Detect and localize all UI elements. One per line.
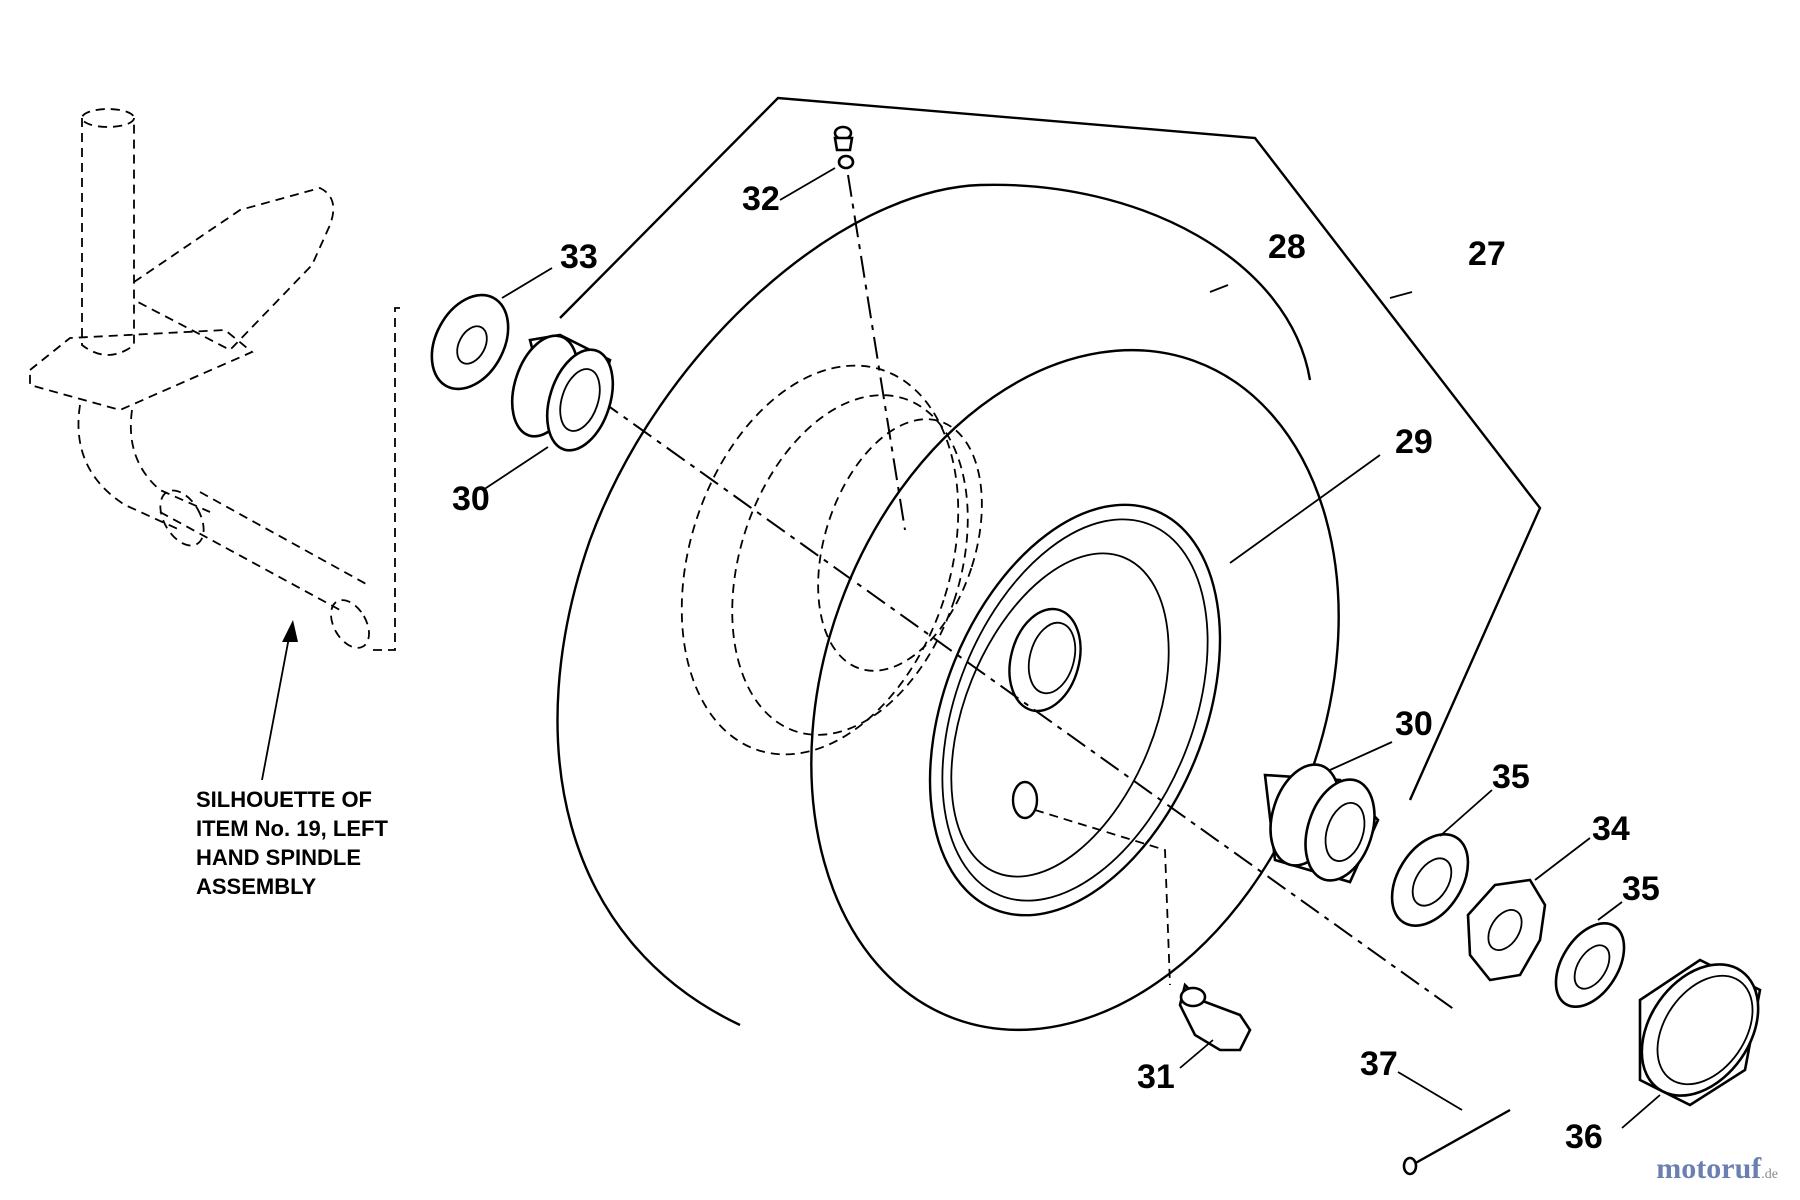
- callout-33: 33: [560, 238, 598, 276]
- silhouette-note: SILHOUETTE OF ITEM No. 19, LEFT HAND SPI…: [196, 787, 388, 899]
- assembly-27-bracket: [559, 96, 1542, 801]
- callout-36: 36: [1565, 1118, 1603, 1156]
- retainer-34: [1466, 878, 1547, 982]
- bearing-30-right: [1263, 763, 1380, 884]
- valve-stem-31: [1034, 809, 1252, 1052]
- callout-35-lower: 35: [1622, 870, 1660, 908]
- callout-31: 31: [1137, 1058, 1175, 1096]
- tire-28: [556, 183, 1340, 1032]
- callout-35-upper: 35: [1492, 758, 1530, 796]
- callout-27: 27: [1468, 235, 1506, 273]
- watermark-suffix: .de: [1761, 1167, 1778, 1182]
- cotter-pin-37: [1402, 1108, 1511, 1176]
- callout-28: 28: [1268, 228, 1306, 266]
- callout-29: 29: [1395, 423, 1433, 461]
- silhouette-arrow: [261, 620, 298, 781]
- wheel-rim-29: [928, 503, 1222, 917]
- axle-centerline: [599, 399, 1456, 1011]
- callout-34: 34: [1592, 810, 1630, 848]
- callout-37: 37: [1360, 1045, 1398, 1083]
- callout-32: 32: [742, 180, 780, 218]
- bearing-30-left: [510, 333, 615, 452]
- washer-33: [430, 293, 510, 391]
- spindle-silhouette: [29, 108, 400, 651]
- grease-fitting-32: [833, 125, 906, 531]
- callout-30-right: 30: [1395, 705, 1433, 743]
- leader-lines: [482, 167, 1661, 1129]
- washer-35-lower: [1554, 921, 1626, 1009]
- watermark-text: motoruf: [1656, 1152, 1762, 1185]
- watermark-logo: motoruf.de: [1656, 1152, 1778, 1186]
- hub-cap-36: [1638, 958, 1762, 1107]
- callout-30-left: 30: [452, 480, 490, 518]
- washer-35-upper: [1390, 833, 1470, 927]
